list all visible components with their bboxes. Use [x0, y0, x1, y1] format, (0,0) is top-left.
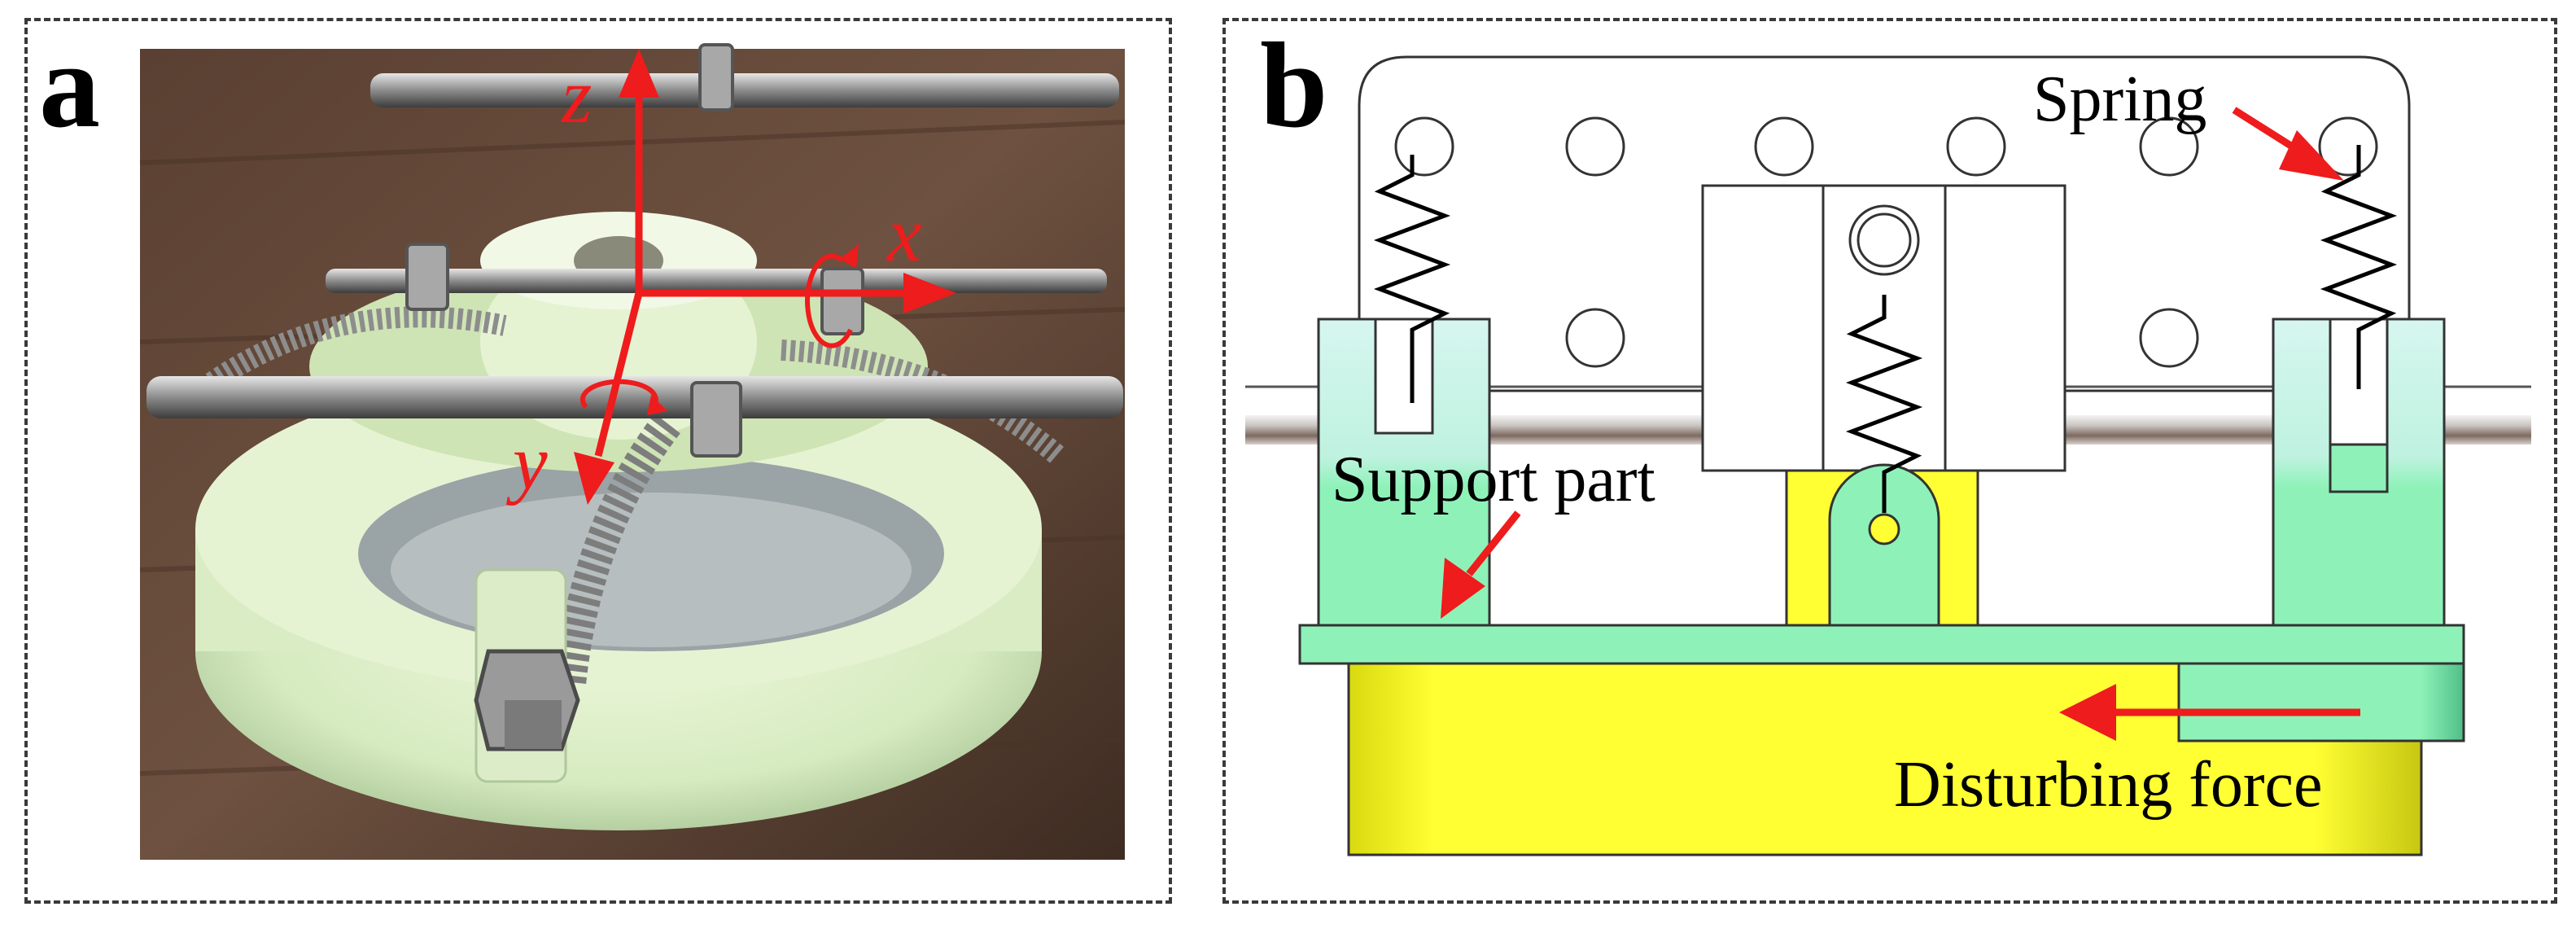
support-plate [1298, 624, 2465, 665]
x-rotation-arc [805, 253, 853, 348]
nut [405, 243, 449, 311]
spring-right [2320, 145, 2398, 389]
panel-a-photo: z x y [139, 43, 1126, 860]
support-part-label: Support part [1332, 444, 1655, 515]
mounting-holes [1394, 116, 2378, 368]
x-axis-arrowhead [903, 273, 956, 313]
z-axis-arrowhead [619, 49, 659, 98]
z-axis-label: z [560, 52, 592, 139]
panel-b-frame [1222, 18, 2557, 904]
green-step [2177, 662, 2465, 742]
support-pointer-head [1441, 558, 1485, 619]
spring-pointer-head [2279, 130, 2344, 181]
spring-center [1845, 295, 1923, 513]
y-axis-line [594, 291, 643, 458]
spring-left-arc [205, 306, 507, 392]
y-rotation-arc [579, 379, 658, 410]
nut [820, 267, 864, 335]
spring-label: Spring [2033, 64, 2206, 135]
nut [698, 43, 734, 112]
green-link [1828, 463, 1940, 627]
threaded-rod-top [370, 73, 1119, 107]
y-axis-arrowhead [574, 452, 614, 505]
x-axis-label: x [886, 191, 922, 278]
panel-a-frame [24, 18, 1172, 904]
y-axis-label: y [505, 418, 548, 506]
force-arrow-head [2059, 684, 2116, 741]
panel-b-drawing: Spring Support part Disturbing force [1245, 55, 2531, 856]
threaded-rod-middle [147, 376, 1123, 418]
nut [690, 381, 742, 458]
spring-left [1373, 155, 1451, 403]
panel-a-label: a [39, 18, 100, 153]
coordinate-axes: z x y [505, 49, 956, 506]
support-pointer-line [1466, 510, 1521, 576]
disturbing-force-label: Disturbing force [1894, 749, 2323, 821]
spring-front [553, 413, 680, 686]
panel-b-label: b [1260, 18, 1328, 153]
